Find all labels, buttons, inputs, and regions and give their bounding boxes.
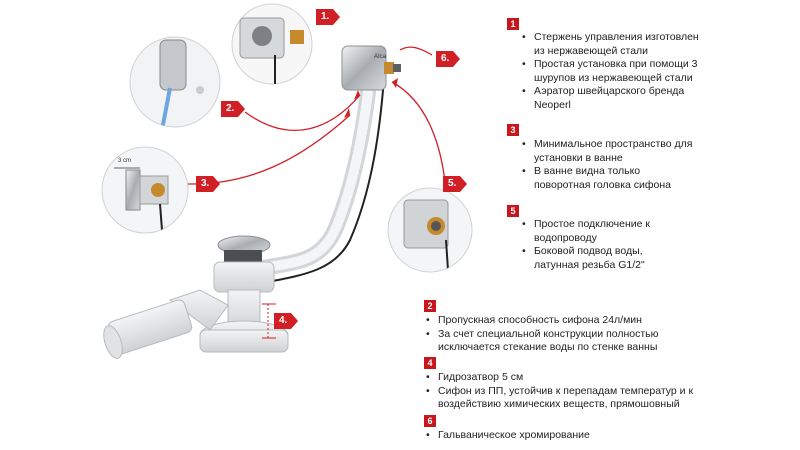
feature-item: Минимальное пространство для установки в… [520, 138, 695, 165]
feature-item: Стержень управления изготовлен из нержав… [520, 31, 700, 58]
feature-item: За счет специальной конструкции полность… [424, 328, 684, 355]
inset-3-install-depth: 3 cm [101, 146, 189, 234]
inset-5-water-supply [387, 187, 473, 273]
seal-height-marker [262, 303, 276, 339]
callout-6: 6. [436, 51, 461, 67]
feature-item: Пропускная способность сифона 24л/мин [424, 314, 684, 328]
overflow-hose [254, 84, 376, 276]
feature-badge-3: 3 [507, 124, 519, 136]
feature-item: Сифон из ПП, устойчив к перепадам темпер… [424, 385, 694, 412]
arrow-heads [344, 78, 398, 118]
feature-list-5: Простое подключение к водопроводу Боково… [520, 218, 690, 272]
brand-logo: AIca [374, 54, 387, 60]
feature-badge-6: 6 [424, 415, 436, 427]
feature-badge-5: 5 [507, 205, 519, 217]
feature-list-1: Стержень управления изготовлен из нержав… [520, 31, 700, 112]
feature-item: Боковой подвод воды, латунная резьба G1/… [520, 245, 690, 272]
feature-list-3: Минимальное пространство для установки в… [520, 138, 695, 192]
feature-list-2: Пропускная способность сифона 24л/мин За… [424, 314, 684, 355]
feature-list-6: Гальваническое хромирование [424, 429, 684, 443]
feature-item: Гидрозатвор 5 см [424, 371, 694, 385]
callout-4: 4. [274, 313, 299, 329]
feature-item: Аэратор швейцарского бренда Neoperl [520, 85, 700, 112]
feature-badge-4: 4 [424, 357, 436, 369]
feature-list-4: Гидрозатвор 5 см Сифон из ПП, устойчив к… [424, 371, 694, 412]
inset-1-control-rod [231, 3, 313, 85]
inset-2-wall-flow [129, 36, 221, 128]
callout-3: 3. [196, 176, 221, 192]
feature-badge-2: 2 [424, 300, 436, 312]
overflow-head: AIca [341, 45, 401, 91]
callout-1: 1. [316, 9, 341, 25]
feature-item: В ванне видна только поворотная головка … [520, 165, 695, 192]
control-cable [261, 77, 385, 284]
callout-5: 5. [443, 176, 468, 192]
callout-2: 2. [221, 101, 246, 117]
drain-plug [217, 235, 271, 264]
siphon-body [103, 261, 289, 359]
feature-badge-1: 1 [507, 18, 519, 30]
feature-item: Гальваническое хромирование [424, 429, 684, 443]
dimension-label: 3 cm [118, 158, 131, 164]
feature-item: Простое подключение к водопроводу [520, 218, 690, 245]
feature-item: Простая установка при помощи 3 шурупов и… [520, 58, 700, 85]
